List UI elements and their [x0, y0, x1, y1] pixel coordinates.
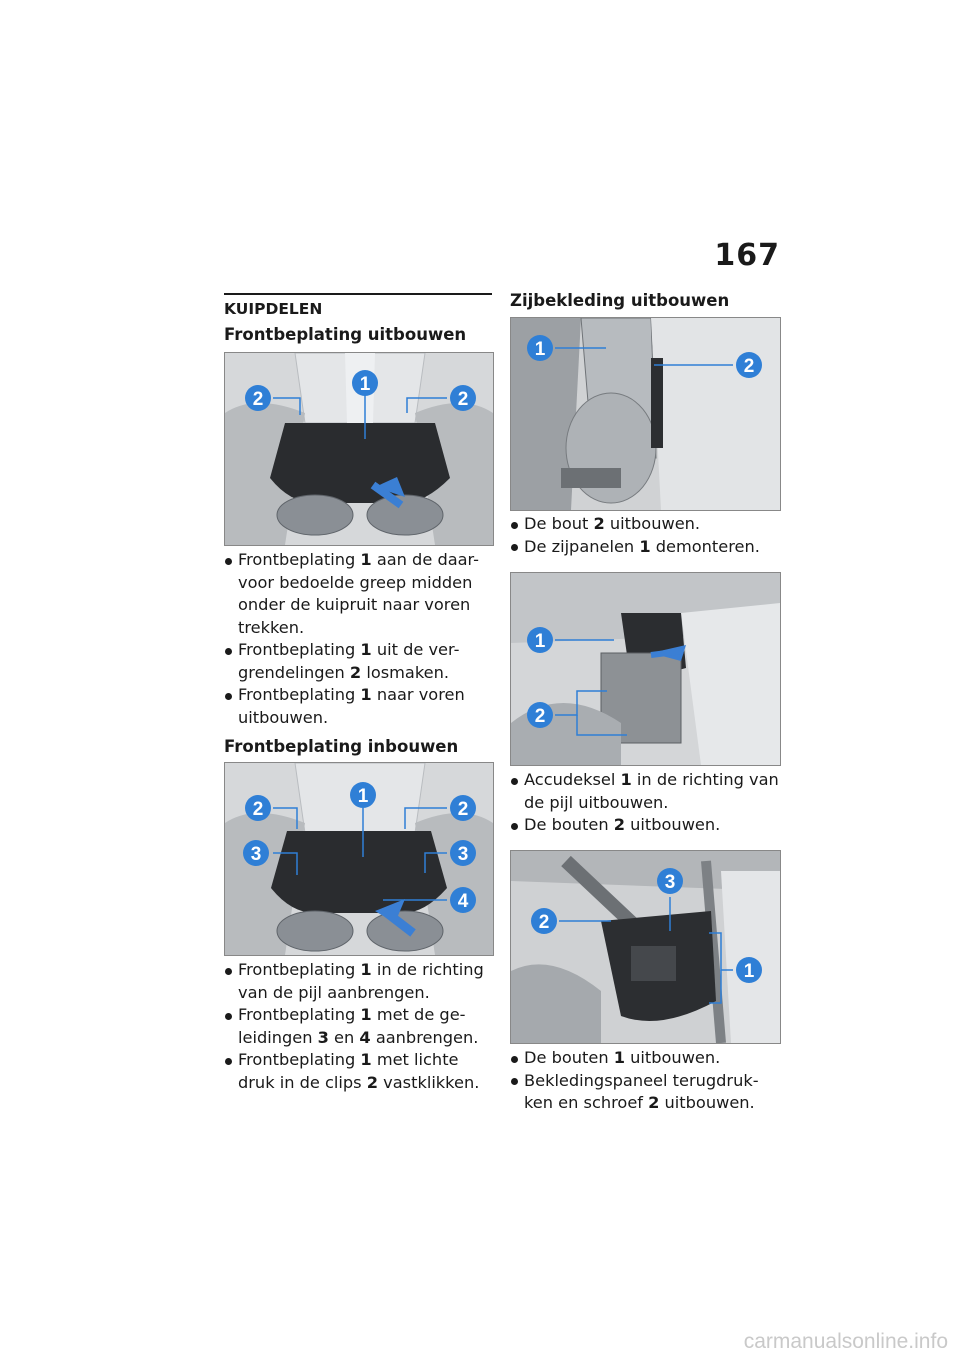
list-item: Frontbeplating 1 naar voren uitbouwen.: [224, 684, 494, 729]
list-item: Frontbeplating 1 uit de ver-grendelingen…: [224, 639, 494, 684]
callout-1: 1: [360, 374, 371, 395]
callout-2: 2: [539, 912, 550, 933]
callout-1: 1: [744, 961, 755, 982]
callout-3: 3: [251, 844, 262, 865]
callout-2: 2: [744, 356, 755, 377]
list-item: De bout 2 uitbouwen.: [510, 513, 782, 536]
side-panel-steps-b: Accudeksel 1 in de richting van de pijl …: [510, 769, 782, 837]
list-item: De bouten 1 uitbouwen.: [510, 1047, 782, 1070]
callout-3: 3: [458, 844, 469, 865]
list-item: Frontbeplating 1 in de richting van de p…: [224, 959, 494, 1004]
list-item: Frontbeplating 1 met de ge-leidingen 3 e…: [224, 1004, 494, 1049]
callout-3: 3: [665, 872, 676, 893]
install-front-heading: Frontbeplating inbouwen: [224, 737, 459, 756]
section-heading: KUIPDELEN: [224, 300, 323, 318]
callout-1: 1: [535, 339, 546, 360]
list-item: Frontbeplating 1 met lichte druk in de c…: [224, 1049, 494, 1094]
side-panel-steps-c: De bouten 1 uitbouwen. Bekledingspaneel …: [510, 1047, 782, 1115]
front-panel-installation-photo: 1 2 2 3 3 4: [224, 762, 494, 956]
list-item: De zijpanelen 1 demonteren.: [510, 536, 782, 559]
page-number: 167: [714, 238, 780, 273]
battery-cover-photo: 1 2: [510, 572, 781, 766]
trim-panel-photo: 3 2 1: [510, 850, 781, 1044]
list-item: Bekledingspaneel terugdruk-ken en schroe…: [510, 1070, 782, 1115]
callout-1: 1: [535, 631, 546, 652]
remove-front-heading: Frontbeplating uitbouwen: [224, 325, 467, 344]
callout-2: 2: [458, 799, 469, 820]
front-panel-removal-photo: 1 2 2: [224, 352, 494, 546]
list-item: Frontbeplating 1 aan de daar-voor bedoel…: [224, 549, 494, 639]
side-panel-photo: 1 2: [510, 317, 781, 511]
callout-1: 1: [358, 786, 369, 807]
side-panel-heading: Zijbekleding uitbouwen: [510, 291, 730, 310]
list-item: De bouten 2 uitbouwen.: [510, 814, 782, 837]
list-item: Accudeksel 1 in de richting van de pijl …: [510, 769, 782, 814]
remove-front-steps: Frontbeplating 1 aan de daar-voor bedoel…: [224, 549, 494, 729]
callout-4: 4: [458, 891, 469, 912]
callout-2: 2: [253, 799, 264, 820]
callout-2: 2: [253, 389, 264, 410]
watermark: carmanualsonline.info: [743, 1330, 948, 1353]
callout-2: 2: [535, 706, 546, 727]
section-rule: [224, 293, 492, 295]
side-panel-steps-a: De bout 2 uitbouwen. De zijpanelen 1 dem…: [510, 513, 782, 558]
install-front-steps: Frontbeplating 1 in de richting van de p…: [224, 959, 494, 1094]
callout-2: 2: [458, 389, 469, 410]
